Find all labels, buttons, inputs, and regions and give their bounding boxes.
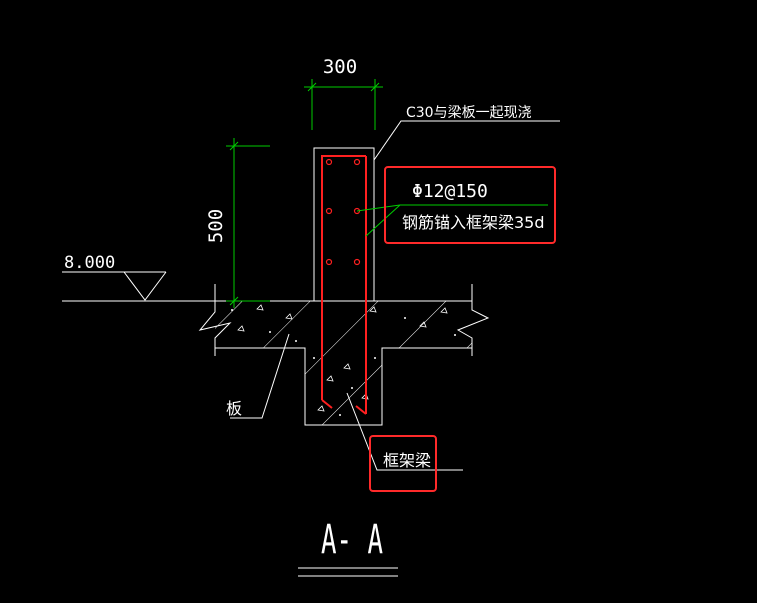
elevation-label: 8.000 — [64, 253, 115, 273]
concrete-section — [62, 284, 490, 426]
section-title: A- A — [321, 517, 383, 563]
section-title-underline — [298, 567, 398, 577]
concrete-note-leader — [373, 120, 560, 161]
slab-label-leader — [230, 333, 290, 419]
slab-label: 板 — [226, 399, 242, 418]
concrete-note: C30与梁板一起现浇 — [406, 105, 532, 121]
rebar-note-leader — [356, 204, 548, 237]
rebar-left-hook — [321, 399, 333, 409]
width-dimension — [304, 79, 383, 130]
elevation-marker — [62, 271, 167, 301]
rebar-left-leg — [321, 155, 366, 400]
aggregate-dots — [231, 309, 456, 416]
anchorage-note: 钢筋锚入框架梁35d — [402, 213, 545, 232]
beam-highlight-box — [369, 435, 437, 492]
height-dimension-label: 500 — [205, 209, 227, 243]
rebar-spec: Φ12@150 — [412, 181, 488, 202]
height-dimension — [226, 138, 270, 308]
beam-outline — [215, 347, 472, 426]
beam-label: 框架梁 — [383, 451, 431, 470]
concrete-hatch — [215, 301, 472, 425]
upstand-wall — [313, 147, 375, 302]
distribution-bars — [325, 158, 361, 266]
beam-label-leader — [346, 392, 463, 471]
rebar-right-hook — [355, 405, 367, 415]
rebar-highlight-box — [384, 166, 556, 244]
rebar — [321, 155, 367, 415]
aggregate-marks — [237, 304, 448, 412]
right-break-line — [456, 284, 490, 356]
left-break-line — [198, 284, 232, 356]
width-dimension-label: 300 — [323, 56, 357, 78]
